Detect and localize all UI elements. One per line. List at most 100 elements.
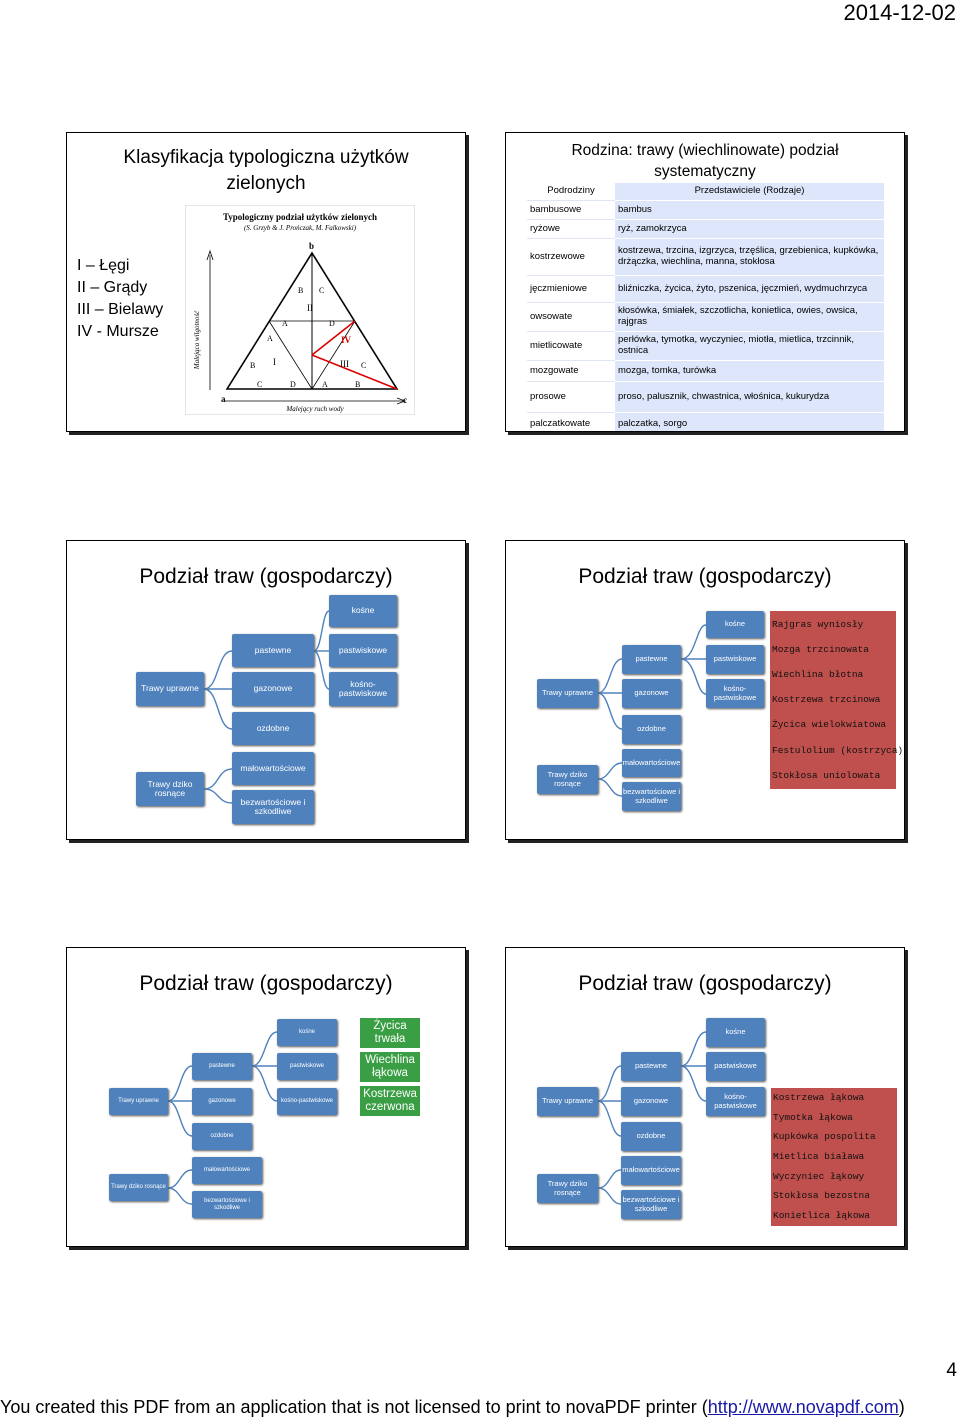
slide-economic-division-1: Podział traw (gospodarczy) kośne pastewn… <box>66 540 466 840</box>
subfamily-table: Podrodziny Przedstawiciele (Rodzaje) bam… <box>527 183 884 431</box>
box-trawy-uprawne: Trawy uprawne <box>537 1087 598 1116</box>
slide-title: Podział traw (gospodarczy) <box>139 972 393 995</box>
box-gazonowe: gazonowe <box>622 679 681 708</box>
box-pastwiskowe: pastwiskowe <box>277 1053 337 1080</box>
species-item: Festulolium (kostrzyca) <box>772 745 904 756</box>
page-number: 4 <box>946 1360 957 1381</box>
region-II: II <box>307 303 313 313</box>
footer-link[interactable]: http://www.novapdf.com <box>707 1397 899 1417</box>
box-gazonowe: gazonowe <box>232 672 314 706</box>
footer-text: You created this PDF from an application… <box>0 1397 708 1417</box>
slide-systematic-division: Rodzina: trawy (wiechlinowate) podział s… <box>505 132 905 432</box>
slide-title: Rodzina: trawy (wiechlinowate) podział s… <box>571 142 839 180</box>
footer-notice: You created this PDF from an application… <box>0 1397 905 1418</box>
box-trawy-dziko-rosnace: Trawy dziko rosnące <box>537 1174 598 1203</box>
box-bezwartosciowe: bezwartościowe i szkodliwe <box>621 1190 681 1219</box>
vertex-b: b <box>309 241 314 251</box>
subfamily-cell: owsowate <box>527 302 615 332</box>
species-item: Życica wielokwiatowa <box>772 719 887 730</box>
species-item: Kostrzewa trzcinowa <box>772 694 881 705</box>
genera-cell: palczatka, sorgo <box>615 412 884 431</box>
subfamily-cell: bambusowe <box>527 200 615 220</box>
genera-cell: perłówka, tymotka, wyczyniec, miotła, mi… <box>615 331 884 361</box>
box-trawy-dziko-rosnace: Trawy dziko rosnące <box>537 765 598 794</box>
typology-triangle-figure: Typologiczny podział użytków zielonych (… <box>185 205 415 415</box>
box-malowartosciowe: małowartościowe <box>621 1156 681 1185</box>
box-pastewne: pastewne <box>621 1052 681 1081</box>
box-kosno-pastwiskowe: kośno-pastwiskowe <box>277 1088 337 1115</box>
box-kosno-pastwiskowe: kośno-pastwiskowe <box>706 679 764 708</box>
box-kosne: kośne <box>706 1018 765 1047</box>
species-item: Mietlica biaława <box>773 1151 865 1162</box>
subfamily-cell: palczatkowate <box>527 412 615 431</box>
species-item: Wiechlina błotna <box>772 669 864 680</box>
box-gazonowe: gazonowe <box>621 1087 681 1116</box>
genera-cell: kłosówka, śmiałek, szczotlicha, konietli… <box>615 302 884 332</box>
letter: D <box>290 380 296 389</box>
header-date: 2014-12-02 <box>843 0 956 25</box>
box-trawy-uprawne: Trawy uprawne <box>136 672 204 706</box>
slide-economic-division-2: Podział traw (gospodarczy) kośne pastewn… <box>505 540 905 840</box>
region-IV: IV <box>341 335 352 345</box>
box-trawy-uprawne: Trawy uprawne <box>537 679 598 708</box>
genera-cell: bambus <box>615 200 884 220</box>
box-ozdobne: ozdobne <box>621 1122 681 1151</box>
type-legend: I – Łęgi II – Grądy III – Bielawy IV - M… <box>77 255 163 343</box>
subfamily-cell: prosowe <box>527 381 615 413</box>
letter: B <box>250 361 255 370</box>
box-kosno-pastwiskowe: kośno-pastwiskowe <box>329 672 397 706</box>
genera-cell: kostrzewa, trzcina, izgrzyca, trzęślica,… <box>615 238 884 276</box>
box-kosno-pastwiskowe: kośno-pastwiskowe <box>706 1087 765 1116</box>
species-item: Wyczyniec łąkowy <box>773 1171 865 1182</box>
box-pastwiskowe: pastwiskowe <box>706 645 764 674</box>
slide-economic-division-3: Podział traw (gospodarczy) kośne pastewn… <box>66 947 466 1247</box>
box-pastwiskowe: pastwiskowe <box>706 1052 765 1081</box>
box-kosne: kośne <box>277 1019 337 1046</box>
figure-title: Typologiczny podział użytków zielonych <box>223 212 377 222</box>
slide-title: Klasyfikacja typologiczna użytków zielon… <box>123 147 409 194</box>
subfamily-cell: mietlicowate <box>527 331 615 361</box>
letter: A <box>282 319 288 328</box>
subfamily-cell: jęczmieniowe <box>527 275 615 303</box>
subfamily-cell: mozgowate <box>527 360 615 382</box>
subfamily-cell: ryżowe <box>527 219 615 239</box>
species-item: Stokłosa bezostna <box>773 1190 870 1201</box>
vertex-c: c <box>403 395 407 405</box>
legend-item: II – Grądy <box>77 278 148 296</box>
legend-item: IV - Mursze <box>77 322 159 340</box>
region-I: I <box>273 357 276 367</box>
box-bezwartosciowe: bezwartościowe i szkodliwe <box>622 782 681 811</box>
species-zycica-trwala: Życica trwała <box>360 1018 420 1048</box>
genera-cell: mozga, tomka, turówka <box>615 360 884 382</box>
slide-title: Podział traw (gospodarczy) <box>578 972 832 995</box>
letter: C <box>361 361 366 370</box>
box-malowartosciowe: małowartościowe <box>622 749 681 777</box>
hierarchy-connectors <box>167 1031 278 1205</box>
species-panel: Kostrzewa łąkowa Tymotka łąkowa Kupkówka… <box>771 1088 897 1226</box>
species-item: Stokłosa uniolowata <box>772 770 881 781</box>
figure-authors: (S. Grzyb & J. Prończak, M. Falkowski) <box>244 224 357 232</box>
species-item: Mozga trzcinowata <box>772 644 869 655</box>
species-kostrzewa-czerwona: Kostrzewa czerwona <box>360 1086 420 1116</box>
y-axis-label: Malejąca wilgotność <box>193 310 201 370</box>
box-ozdobne: ozdobne <box>232 712 314 745</box>
box-malowartosciowe: małowartościowe <box>192 1157 262 1184</box>
x-axis-label: Malejący ruch wody <box>285 405 344 413</box>
box-pastwiskowe: pastwiskowe <box>329 634 397 667</box>
species-wiechlina-lakowa: Wiechlina łąkowa <box>360 1052 420 1082</box>
letter: C <box>257 380 262 389</box>
species-item: Konietlica łąkowa <box>773 1210 870 1221</box>
hierarchy-connectors <box>597 624 707 797</box>
hierarchy-connectors <box>597 1031 707 1205</box>
letter: A <box>267 334 273 343</box>
letter: A <box>322 380 328 389</box>
species-item: Tymotka łąkowa <box>773 1112 853 1123</box>
